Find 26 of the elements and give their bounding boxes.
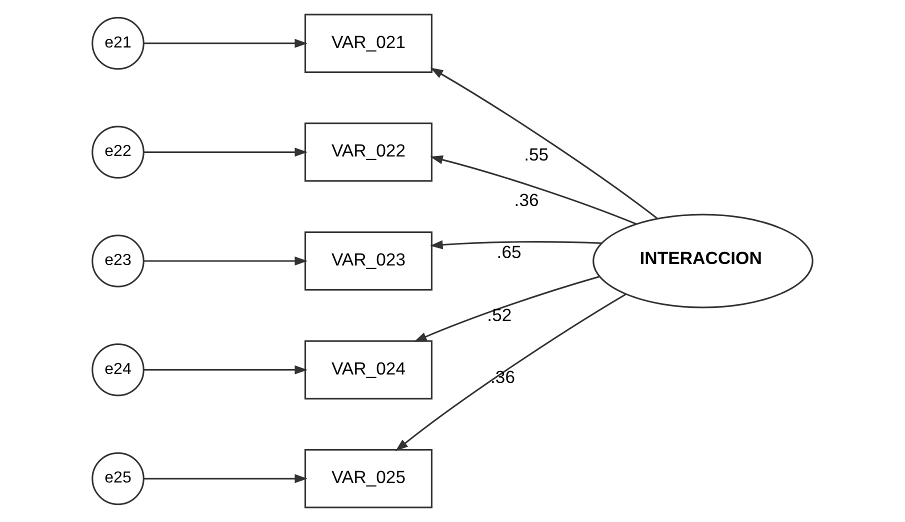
node-circle: e24: [92, 343, 144, 396]
edge-label: .36: [514, 190, 539, 210]
edge-label: .55: [524, 144, 549, 164]
arrow: [144, 256, 308, 266]
arrow: [395, 293, 626, 452]
node-box: VAR_021: [304, 14, 432, 73]
arrow: [144, 38, 308, 48]
edge-label: .52: [487, 304, 512, 325]
arrow: [144, 474, 308, 484]
arrow: [430, 68, 658, 220]
arrow: [144, 148, 308, 157]
arrow: [414, 276, 600, 342]
arrow: [144, 365, 308, 374]
node-box: VAR_022: [304, 122, 432, 182]
arrow: [430, 240, 602, 250]
arrow: [430, 155, 637, 225]
edge-label: .36: [490, 366, 516, 387]
node-ellipse: INTERACCION: [592, 214, 814, 308]
node-circle: e21: [92, 16, 144, 70]
edge-label: .65: [496, 242, 522, 262]
node-box: VAR_024: [304, 340, 432, 400]
node-box: VAR_023: [304, 231, 432, 291]
node-box: VAR_025: [304, 449, 432, 508]
node-circle: e23: [92, 234, 144, 288]
node-circle: e25: [92, 452, 144, 506]
node-circle: e22: [92, 126, 144, 179]
